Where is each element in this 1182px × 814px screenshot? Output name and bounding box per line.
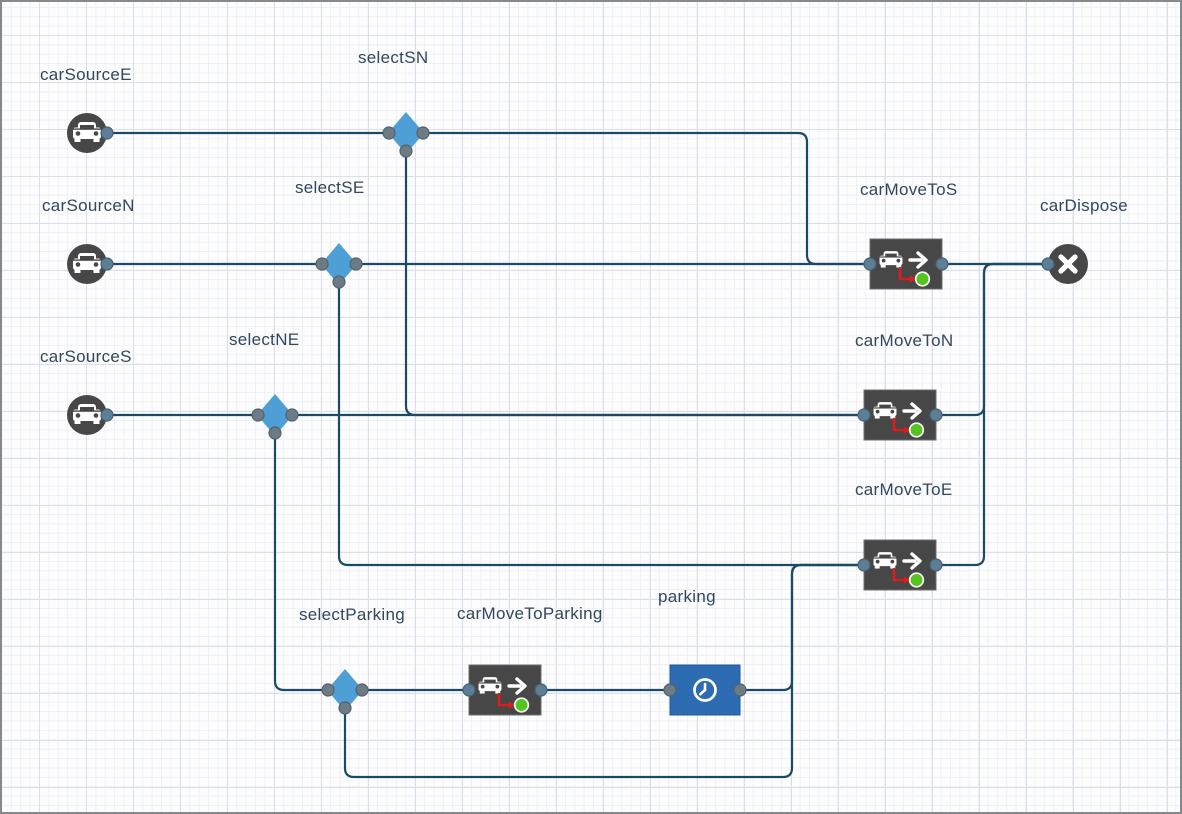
carMoveToN-port-out[interactable]: [929, 408, 943, 422]
selectSN-port-in[interactable]: [382, 126, 396, 140]
dispose-x-icon: [1058, 254, 1078, 274]
node-carMoveToE[interactable]: [857, 539, 943, 591]
clock-icon: [693, 678, 717, 702]
node-label-parking: parking: [658, 587, 716, 606]
car-icon: [478, 677, 502, 694]
carMoveToS-port-in[interactable]: [863, 257, 877, 271]
selectNE-port-in[interactable]: [251, 408, 265, 422]
car-icon: [73, 253, 101, 273]
node-selectNE[interactable]: [251, 394, 299, 440]
select-diamond[interactable]: [327, 669, 363, 711]
node-carMoveToParking[interactable]: [462, 664, 548, 716]
car-icon: [873, 552, 897, 569]
node-carSourceS[interactable]: [67, 395, 114, 435]
selectSE-port-out-false[interactable]: [332, 275, 346, 289]
node-label-selectNE: selectNE: [229, 330, 300, 349]
parking-port-in[interactable]: [663, 683, 677, 697]
car-icon: [879, 251, 903, 268]
select-diamond[interactable]: [321, 243, 357, 285]
node-selectParking[interactable]: [321, 669, 369, 715]
link-parking-carMoveToE[interactable]: [741, 563, 862, 692]
link-selectNE-selectParking[interactable]: [273, 433, 328, 692]
car-icon: [73, 404, 101, 424]
car-icon: [73, 122, 101, 142]
node-label-carMoveToN: carMoveToN: [855, 331, 954, 350]
car-icon: [873, 402, 897, 419]
redirect-arrow-icon: [898, 266, 917, 283]
select-diamond[interactable]: [257, 394, 293, 436]
move-arrow-icon: [902, 552, 922, 570]
link-selectSN-carMoveToN[interactable]: [404, 151, 862, 417]
status-dot: [914, 271, 931, 287]
node-label-carSourceE: carSourceE: [40, 65, 132, 84]
selectSN-port-out-true[interactable]: [416, 126, 430, 140]
status-dot: [908, 572, 925, 588]
status-dot: [908, 422, 925, 438]
carMoveToE-port-out[interactable]: [929, 558, 943, 572]
node-carDispose[interactable]: [1041, 244, 1088, 284]
link-selectSN-carMoveToS[interactable]: [423, 131, 868, 266]
node-label-selectSE: selectSE: [295, 178, 365, 197]
selectNE-port-out-true[interactable]: [285, 408, 299, 422]
node-label-carDispose: carDispose: [1040, 196, 1129, 215]
node-label-carSourceS: carSourceS: [40, 347, 132, 366]
link-carMoveToE-carDispose[interactable]: [937, 262, 1048, 567]
move-arrow-icon: [902, 402, 922, 420]
redirect-arrow-icon: [497, 692, 516, 709]
carMoveToS-port-out[interactable]: [935, 257, 949, 271]
node-selectSE[interactable]: [315, 243, 363, 289]
node-carSourceN[interactable]: [67, 244, 114, 284]
redirect-arrow-icon: [892, 567, 911, 584]
node-carSourceE[interactable]: [67, 113, 114, 153]
carSourceN-port-out[interactable]: [100, 257, 114, 271]
selectNE-port-out-false[interactable]: [268, 426, 282, 440]
carSourceE-port-out[interactable]: [100, 126, 114, 140]
carMoveToParking-port-out[interactable]: [534, 683, 548, 697]
selectParking-port-in[interactable]: [321, 683, 335, 697]
node-label-carMoveToS: carMoveToS: [860, 180, 958, 199]
move-arrow-icon: [908, 251, 928, 269]
select-diamond[interactable]: [388, 112, 424, 154]
carMoveToParking-port-in[interactable]: [462, 683, 476, 697]
node-selectSN[interactable]: [382, 112, 430, 158]
link-selectSE-carMoveToE[interactable]: [337, 282, 862, 567]
carSourceS-port-out[interactable]: [100, 408, 114, 422]
node-carMoveToS[interactable]: [863, 238, 949, 290]
node-parking[interactable]: [663, 664, 747, 716]
selectParking-port-out-false[interactable]: [338, 701, 352, 715]
carMoveToN-port-in[interactable]: [857, 408, 871, 422]
parking-port-out[interactable]: [733, 683, 747, 697]
node-label-carMoveToE: carMoveToE: [855, 480, 953, 499]
redirect-arrow-icon: [892, 417, 911, 434]
node-label-selectSN: selectSN: [358, 48, 429, 67]
move-arrow-icon: [507, 677, 527, 695]
node-carMoveToN[interactable]: [857, 389, 943, 441]
selectSN-port-out-false[interactable]: [399, 144, 413, 158]
selectSE-port-out-true[interactable]: [349, 257, 363, 271]
link-carMoveToN-carDispose[interactable]: [937, 262, 1048, 417]
link-selectParking-carMoveToE[interactable]: [343, 563, 862, 779]
node-label-carMoveToParking: carMoveToParking: [457, 604, 603, 623]
node-label-selectParking: selectParking: [299, 605, 405, 624]
selectSE-port-in[interactable]: [315, 257, 329, 271]
node-label-carSourceN: carSourceN: [42, 196, 135, 215]
carMoveToE-port-in[interactable]: [857, 558, 871, 572]
status-dot: [513, 697, 530, 713]
selectParking-port-out-true[interactable]: [355, 683, 369, 697]
carDispose-port-in[interactable]: [1041, 257, 1055, 271]
